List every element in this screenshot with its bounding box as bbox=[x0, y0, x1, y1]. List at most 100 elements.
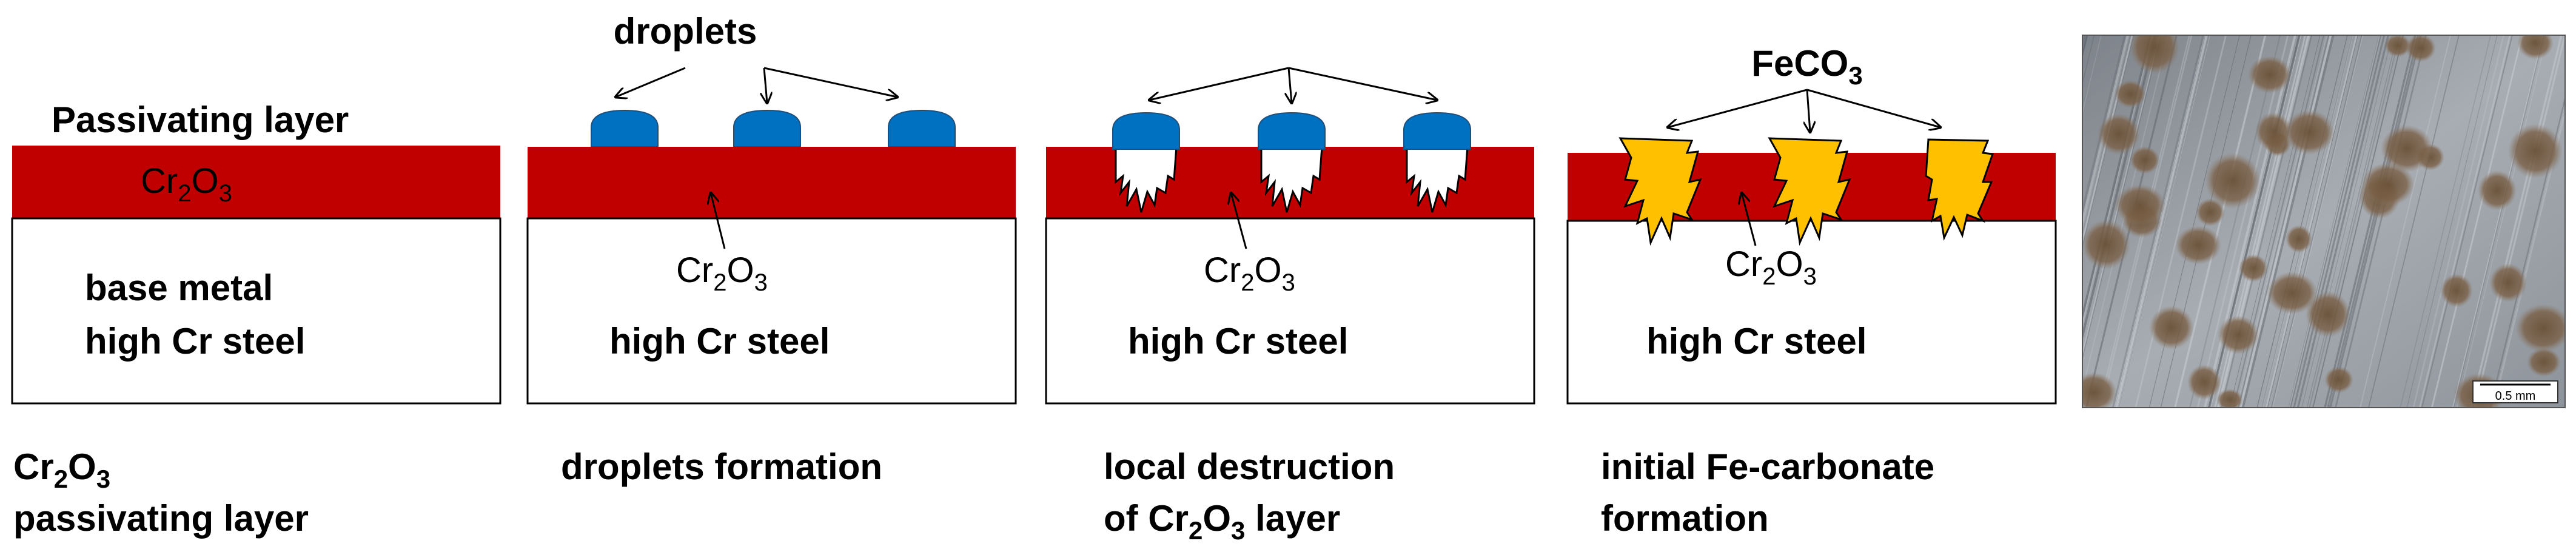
destruction-arrow-left bbox=[1149, 67, 1289, 100]
polish-streak bbox=[2329, 35, 2422, 408]
caption-panel-4-line-1: initial Fe-carbonate bbox=[1601, 446, 1934, 487]
carbonate-crystal-1 bbox=[1618, 137, 1702, 246]
polish-streak bbox=[2301, 35, 2393, 408]
droplet-3-3 bbox=[1403, 112, 1471, 150]
polish-streak bbox=[2215, 35, 2306, 408]
droplet-2 bbox=[733, 109, 801, 147]
corrosion-spot bbox=[2218, 315, 2259, 354]
corrosion-spot bbox=[2489, 263, 2527, 302]
caption-panel-1-line-1: Cr2O3 bbox=[13, 446, 110, 493]
corrosion-spot bbox=[2248, 56, 2292, 93]
polish-streak bbox=[2261, 35, 2353, 408]
corrosion-spot bbox=[2284, 110, 2335, 155]
polish-streak bbox=[2430, 35, 2523, 408]
polish-streak bbox=[2452, 35, 2544, 408]
polish-streak bbox=[2241, 35, 2335, 408]
oxide-pointer-panel-4 bbox=[1742, 193, 1757, 246]
carbonate-arrow-center bbox=[1807, 89, 1810, 132]
oxide-pointer-panel-2 bbox=[711, 193, 726, 249]
polish-streak bbox=[2270, 35, 2363, 408]
polish-streak bbox=[2421, 35, 2513, 408]
destruction-arrow-right bbox=[1288, 67, 1437, 100]
polish-streak bbox=[2216, 35, 2310, 408]
droplet-3 bbox=[888, 109, 956, 147]
polish-streak bbox=[2288, 35, 2380, 408]
polish-streak bbox=[2327, 35, 2420, 408]
pit-1 bbox=[1115, 146, 1178, 213]
polish-streak bbox=[2493, 110, 2565, 408]
oxide-pointer-panel-3 bbox=[1231, 193, 1247, 249]
polish-streak bbox=[2239, 35, 2332, 408]
corrosion-spot bbox=[2196, 198, 2225, 226]
polish-streak bbox=[2327, 35, 2419, 408]
steel-block-panel-3 bbox=[1045, 217, 1535, 405]
polish-streak bbox=[2456, 35, 2548, 408]
polish-streak bbox=[2135, 35, 2227, 408]
corrosion-spot bbox=[2267, 272, 2318, 314]
corrosion-spot bbox=[2130, 146, 2160, 174]
micrograph-border bbox=[2082, 35, 2566, 408]
corrosion-spots bbox=[2082, 35, 2565, 408]
polish-streak bbox=[2174, 35, 2267, 408]
oxide-label-panel-4: Cr2O3 bbox=[1725, 244, 1817, 290]
corrosion-spot bbox=[2205, 153, 2261, 209]
caption-panel-3-line-1: local destruction bbox=[1104, 446, 1395, 487]
corrosion-spot bbox=[2255, 112, 2292, 151]
steel-block-panel-4 bbox=[1566, 220, 2057, 405]
polish-streak bbox=[2290, 35, 2382, 408]
polish-streak bbox=[2236, 35, 2327, 408]
corrosion-spot bbox=[2130, 35, 2179, 74]
droplet-3-1 bbox=[1112, 112, 1180, 150]
polish-streak bbox=[2210, 35, 2302, 408]
polish-streak bbox=[2418, 35, 2511, 408]
carbonate-arrow-right bbox=[1806, 89, 1940, 127]
corrosion-spot bbox=[2082, 220, 2130, 269]
polish-streak bbox=[2256, 35, 2348, 408]
polish-streak bbox=[2267, 35, 2358, 408]
corrosion-spot bbox=[2115, 80, 2146, 108]
polish-streak bbox=[2400, 35, 2491, 408]
polish-streak bbox=[2238, 35, 2330, 408]
corrosion-spot bbox=[2115, 184, 2165, 226]
polish-streak bbox=[2489, 95, 2565, 408]
corrosion-spot bbox=[2082, 372, 2117, 408]
micrograph-image: 0.5 mm bbox=[2082, 35, 2565, 408]
corrosion-spot bbox=[2384, 35, 2411, 57]
polish-streak bbox=[2229, 35, 2321, 408]
caption-panel-3-line-2: of Cr2O3 layer bbox=[1104, 498, 1340, 545]
corrosion-spot bbox=[2098, 113, 2140, 155]
polish-streak bbox=[2309, 35, 2401, 408]
carbonate-crystal-2 bbox=[1768, 137, 1851, 246]
panel-2-droplets-formation: droplets Cr2O3 high Cr steel droplets fo… bbox=[526, 11, 1017, 487]
polish-streak bbox=[2082, 35, 2127, 217]
polish-streak bbox=[2213, 35, 2306, 408]
polish-streak bbox=[2288, 35, 2380, 408]
polish-streaks bbox=[2082, 35, 2565, 408]
panel-1-passivating-layer: Passivating layer Cr2O3 base metal high … bbox=[11, 99, 501, 539]
base-metal-block-panel-1 bbox=[11, 217, 501, 405]
polish-streak bbox=[2208, 35, 2300, 408]
oxide-layer-label-panel-1: Cr2O3 bbox=[141, 161, 232, 207]
polish-streak bbox=[2218, 35, 2311, 408]
oxide-label-panel-2: Cr2O3 bbox=[676, 251, 768, 296]
polish-streak bbox=[2368, 35, 2460, 408]
polish-streak bbox=[2360, 35, 2451, 408]
steel-label-panel-2: high Cr steel bbox=[609, 321, 830, 362]
polish-streak bbox=[2474, 35, 2565, 408]
panel-3-local-destruction: Cr2O3 high Cr steel local destruction of… bbox=[1045, 67, 1535, 545]
corrosion-spot bbox=[2508, 124, 2563, 178]
polish-streak bbox=[2312, 35, 2404, 408]
steel-label-panel-1: high Cr steel bbox=[85, 321, 305, 362]
droplet-1 bbox=[591, 109, 659, 147]
corrosion-spot bbox=[2239, 254, 2268, 282]
corrosion-spot bbox=[2361, 163, 2415, 206]
corrosion-spot bbox=[2216, 389, 2243, 408]
corrosion-spot bbox=[2381, 125, 2433, 172]
droplet-arrow-right bbox=[763, 67, 897, 97]
corrosion-spot bbox=[2149, 306, 2194, 349]
droplet-arrow-center bbox=[764, 67, 767, 103]
feco3-heading: FeCO3 bbox=[1751, 43, 1862, 90]
corrosion-spot bbox=[2175, 226, 2221, 264]
droplet-arrow-left bbox=[615, 67, 686, 97]
corrosion-spot bbox=[2187, 365, 2221, 400]
